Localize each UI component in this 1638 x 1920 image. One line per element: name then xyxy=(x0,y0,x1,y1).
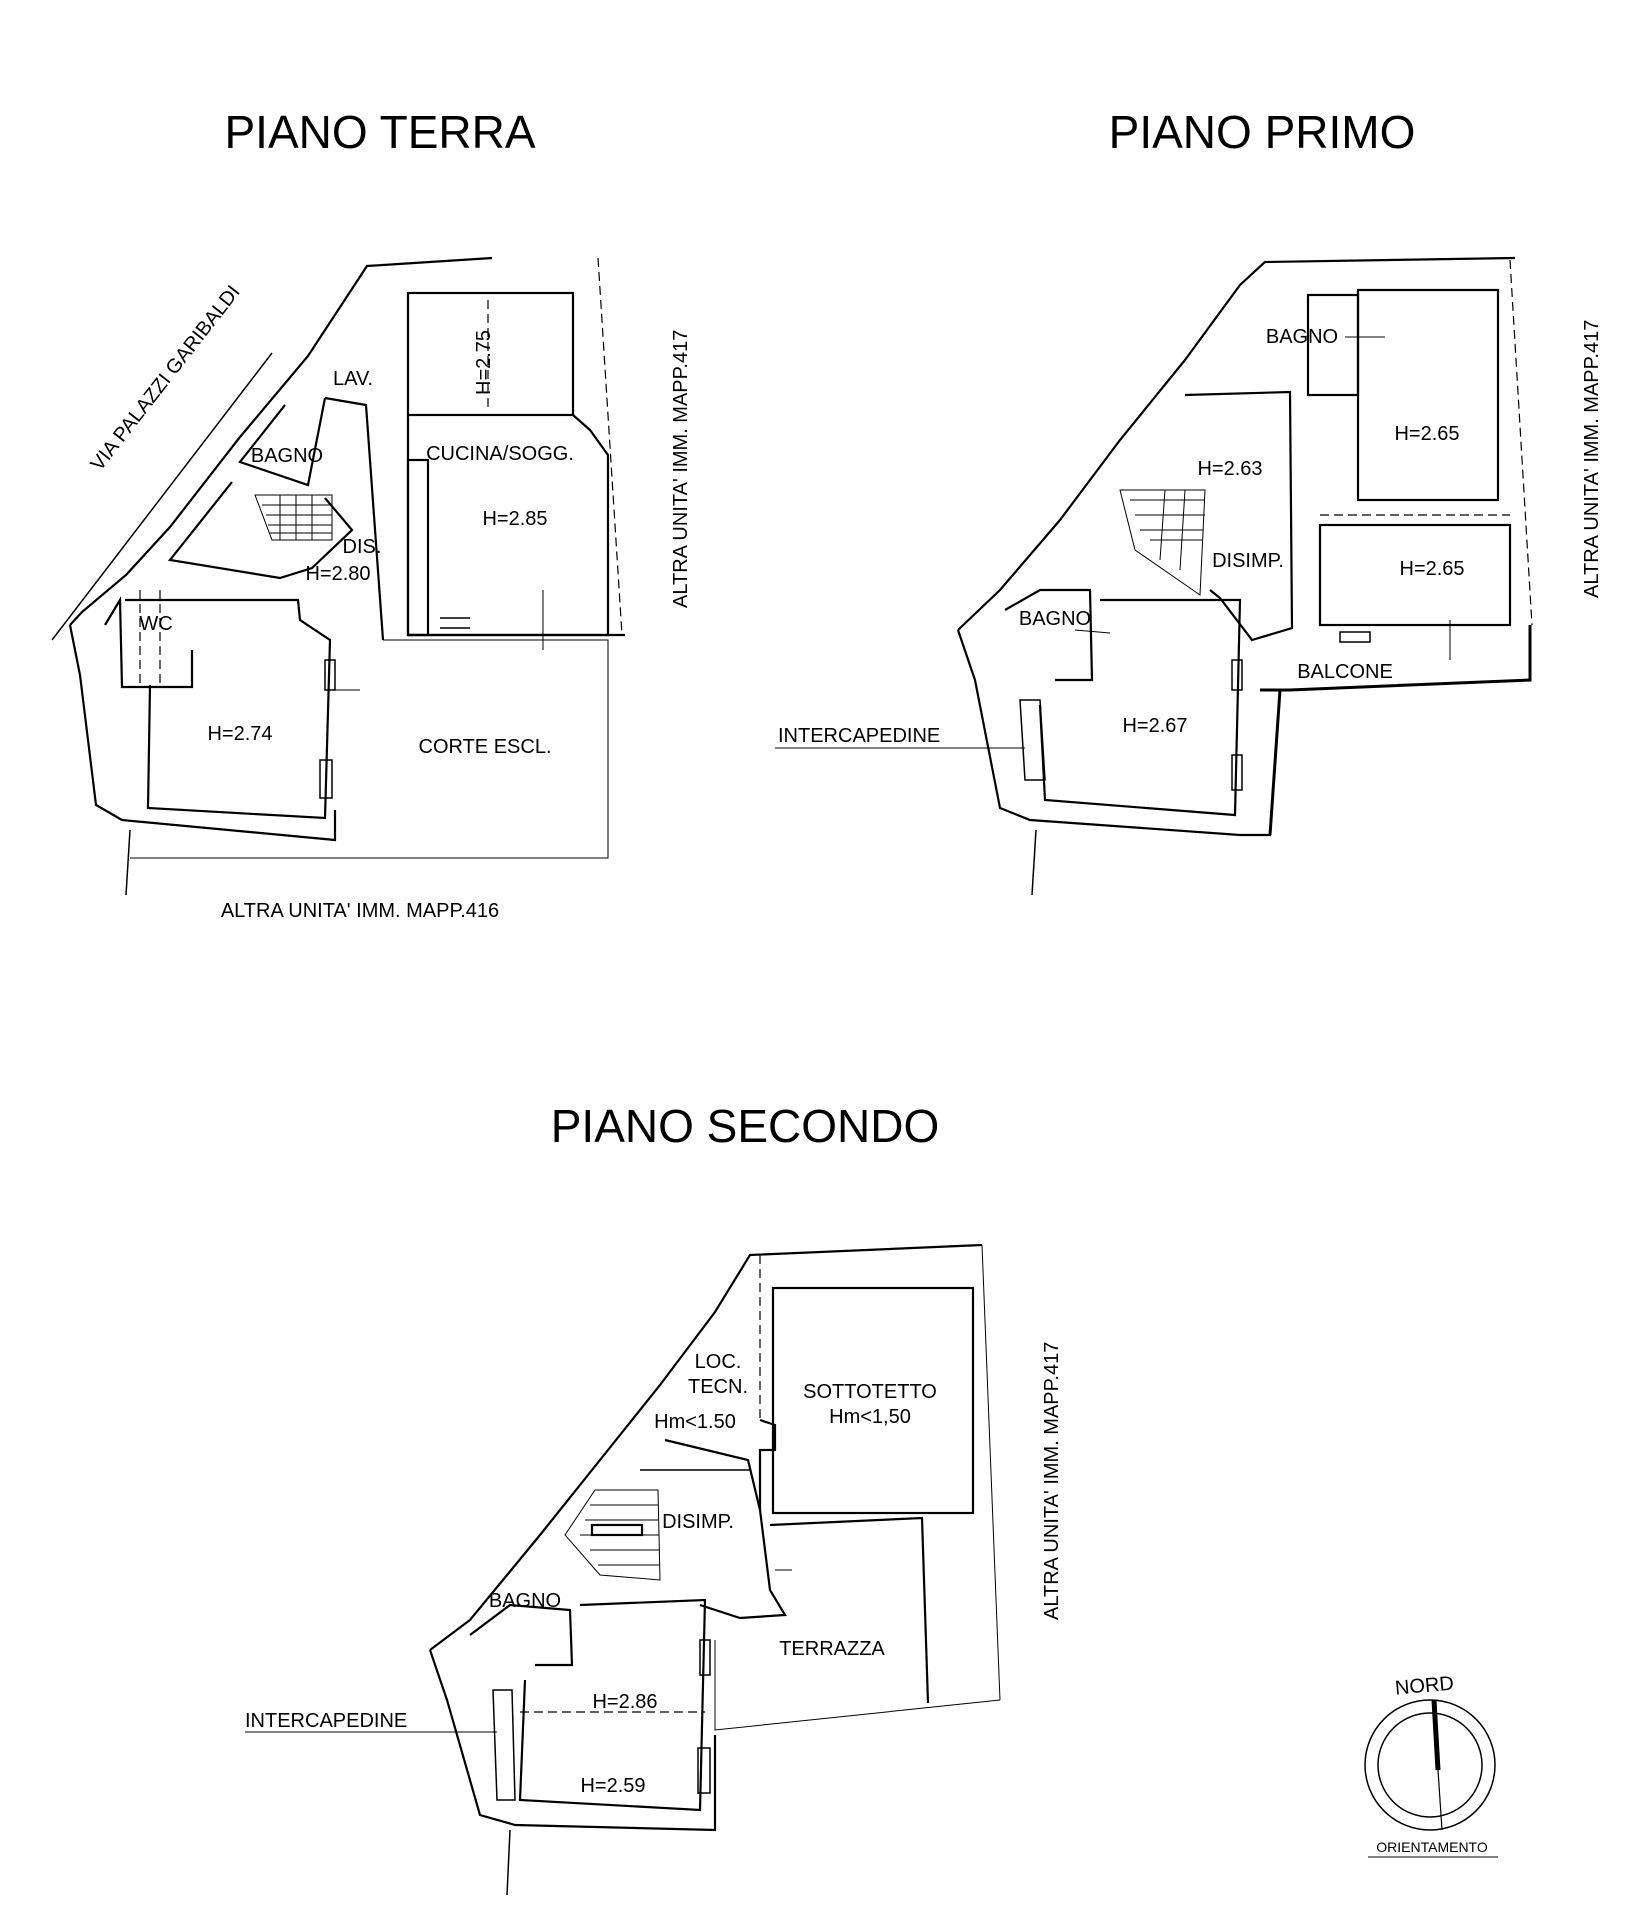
terra-corte xyxy=(130,639,609,859)
primo-room-d xyxy=(1038,598,1242,817)
terra-wall-stub xyxy=(125,829,131,896)
terra-bottom-neighbor: ALTRA UNITA' IMM. MAPP.416 xyxy=(221,900,499,922)
compass-needle-south xyxy=(1437,1769,1443,1831)
primo-window-3 xyxy=(1339,631,1371,643)
secondo-bagno xyxy=(469,1603,574,1667)
terra-wc-label: WC xyxy=(139,613,172,635)
secondo-window-2 xyxy=(699,1639,711,1676)
secondo-terrazza-label: TERRAZZA xyxy=(779,1638,885,1660)
terra-outer-wall-bottom xyxy=(68,624,337,842)
primo-room-b-label: H=2.65 xyxy=(1399,558,1464,580)
terra-cucina-wall xyxy=(406,458,430,637)
terra-lav-wall xyxy=(324,396,385,641)
street-label: VIA PALAZZI GARIBALDI xyxy=(87,281,245,475)
compass-orientamento-label: ORIENTAMENTO xyxy=(1376,1839,1488,1855)
secondo-outer-wall-bottom xyxy=(428,1649,717,1832)
secondo-h1-label: H=2.86 xyxy=(592,1691,657,1713)
primo-stairs xyxy=(1119,489,1206,596)
secondo-intercapedine xyxy=(492,1689,516,1801)
primo-window-1 xyxy=(1231,754,1243,791)
terra-right-neighbor: ALTRA UNITA' IMM. MAPP.417 xyxy=(670,330,692,608)
secondo-intercapedine-label: INTERCAPEDINE xyxy=(245,1710,407,1732)
terra-right-dash xyxy=(597,257,623,636)
primo-disimp-label: DISIMP. xyxy=(1212,550,1284,572)
primo-balcone xyxy=(1260,625,1532,692)
secondo-stairs xyxy=(564,1489,661,1581)
compass-needle-north xyxy=(1431,1699,1441,1771)
secondo-window-1 xyxy=(697,1747,711,1794)
secondo-bagno-label: BAGNO xyxy=(489,1590,561,1612)
compass-inner-circle xyxy=(1377,1712,1483,1818)
secondo-disimp-room xyxy=(664,1438,787,1620)
secondo-right-boundary xyxy=(981,1244,1001,1701)
secondo-sottotetto xyxy=(771,1286,975,1515)
primo-bagno-leader xyxy=(1074,629,1111,634)
secondo-right-neighbor: ALTRA UNITA' IMM. MAPP.417 xyxy=(1041,1342,1063,1620)
plan-piano-primo: PIANO PRIMO xyxy=(775,106,1603,896)
street-line xyxy=(51,352,273,641)
terra-upper-h-label: H=2.75 xyxy=(473,330,495,395)
secondo-terrazza xyxy=(769,1516,930,1704)
primo-balcone-side xyxy=(1268,689,1282,836)
primo-room-a-label: H=2.65 xyxy=(1394,423,1459,445)
terra-dis-room xyxy=(167,481,354,580)
terra-bagno-room xyxy=(238,397,327,487)
secondo-sottotetto-h-label: Hm<1,50 xyxy=(829,1406,911,1428)
primo-room-c xyxy=(1184,390,1294,642)
terra-wc-room xyxy=(104,596,194,689)
secondo-loc-wall xyxy=(758,1418,777,1510)
terra-lav-label: LAV. xyxy=(333,368,373,390)
compass-rose: NORD ORIENTAMENTO xyxy=(1364,1672,1498,1858)
secondo-wall-stub xyxy=(506,1829,511,1896)
secondo-h2-label: H=2.59 xyxy=(580,1775,645,1797)
terra-bagno-label: BAGNO xyxy=(251,445,323,467)
piano-terra-title: PIANO TERRA xyxy=(225,106,536,158)
secondo-terrazza-edge xyxy=(714,1640,1001,1731)
primo-intercapedine-label: INTERCAPEDINE xyxy=(778,725,940,747)
piano-primo-title: PIANO PRIMO xyxy=(1109,106,1416,158)
terra-cucina-label: CUCINA/SOGG. xyxy=(426,443,574,465)
primo-room-b xyxy=(1318,523,1512,627)
secondo-tecn-label: TECN. xyxy=(688,1376,748,1398)
plan-piano-terra: PIANO TERRA VIA PALAZZI GARIBALDI xyxy=(51,106,692,922)
secondo-loc-label: LOC. xyxy=(695,1351,742,1373)
terra-corte-label: CORTE ESCL. xyxy=(419,736,552,758)
primo-right-neighbor: ALTRA UNITA' IMM. MAPP.417 xyxy=(1581,320,1603,598)
terra-dis-h-label: H=2.80 xyxy=(305,563,370,585)
plan-piano-secondo: PIANO SECONDO xyxy=(245,1100,1063,1896)
secondo-main-room xyxy=(518,1598,707,1812)
terra-room-h-label: H=2.74 xyxy=(207,723,272,745)
secondo-loc-h-label: Hm<1.50 xyxy=(654,1411,736,1433)
primo-right-dash xyxy=(1509,259,1533,626)
compass-nord-label: NORD xyxy=(1394,1672,1455,1699)
primo-balcone-label: BALCONE xyxy=(1297,661,1393,683)
primo-bagno-label: BAGNO xyxy=(1019,608,1091,630)
terra-cucina-h-label: H=2.85 xyxy=(482,508,547,530)
primo-room-a xyxy=(1356,288,1500,502)
primo-bagno-top-label: BAGNO xyxy=(1266,326,1338,348)
terra-stairs xyxy=(254,494,333,541)
primo-room-d-label: H=2.67 xyxy=(1122,715,1187,737)
primo-bagno xyxy=(1004,588,1094,682)
terra-upper-room xyxy=(406,291,575,417)
terra-outer-wall-left xyxy=(69,256,493,626)
piano-secondo-title: PIANO SECONDO xyxy=(551,1100,940,1152)
primo-wall-stub xyxy=(1031,829,1037,896)
secondo-disimp-label: DISIMP. xyxy=(662,1511,734,1533)
terra-window-2 xyxy=(319,759,333,799)
terra-main-room xyxy=(125,598,332,820)
compass-outer-circle xyxy=(1364,1699,1496,1831)
secondo-outer-wall-left xyxy=(429,1243,983,1651)
terra-dis-label: DIS. xyxy=(343,536,382,558)
primo-room-c-label: H=2.63 xyxy=(1197,458,1262,480)
secondo-sottotetto-label: SOTTOTETTO xyxy=(803,1381,937,1403)
primo-outer-wall-left xyxy=(957,256,1516,631)
primo-window-2 xyxy=(1231,659,1243,691)
